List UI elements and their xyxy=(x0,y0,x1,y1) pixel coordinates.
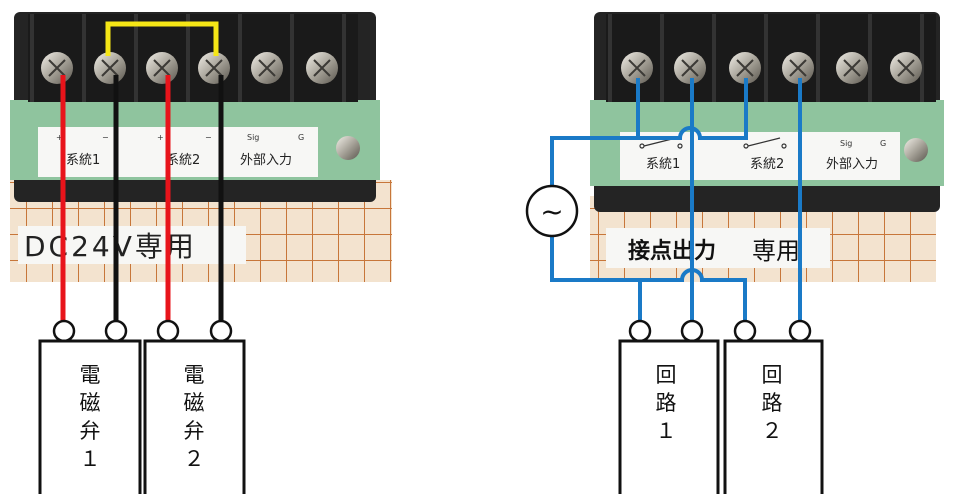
circuit-2: 回 路 ２ xyxy=(723,319,824,494)
mount-screw-icon xyxy=(336,136,360,160)
terminal-polarity-label: G xyxy=(298,133,304,142)
terminal-polarity-label: G xyxy=(880,139,886,148)
terminal-group-label: 外部入力 xyxy=(240,153,292,168)
device-label: 回 xyxy=(762,363,783,387)
device-label: 磁 xyxy=(184,391,205,415)
device-label: 回 xyxy=(656,363,677,387)
voltage-banner-text: DC24V専用 xyxy=(24,230,197,263)
solenoid-valve-1: 電 磁 弁 １ xyxy=(38,319,142,494)
terminal-group-label: 系統1 xyxy=(66,153,100,168)
left-terminal-photo: + − + − Sig G 系統1 系統2 外部入力 DC24V専用 xyxy=(10,12,392,282)
terminal-polarity-label: Sig xyxy=(247,133,259,142)
ac-symbol: ~ xyxy=(540,195,563,228)
device-label: １ xyxy=(656,419,677,443)
terminal-polarity-label: Sig xyxy=(840,139,852,148)
solenoid-valve-2: 電 磁 弁 ２ xyxy=(143,319,246,494)
ac-source: ~ xyxy=(525,184,579,238)
right-wires xyxy=(550,78,802,322)
contact-banner-rest: 専用 xyxy=(752,237,800,265)
mount-screw-icon xyxy=(904,138,928,162)
ac-source-icon xyxy=(525,184,579,238)
device-label: １ xyxy=(80,447,101,471)
device-label: 路 xyxy=(762,391,783,415)
contact-banner-bold: 接点出力 xyxy=(628,238,716,264)
device-label: 電 xyxy=(184,363,205,387)
device-label: 電 xyxy=(80,363,101,387)
terminal-group-label: 系統2 xyxy=(750,157,784,172)
device-label: 弁 xyxy=(80,419,101,443)
terminal-polarity-label: − xyxy=(205,133,212,142)
circuit-1: 回 路 １ xyxy=(618,319,720,494)
terminal-group-label: 系統1 xyxy=(646,157,680,172)
terminal-group-label: 系統2 xyxy=(166,153,200,168)
device-label: 弁 xyxy=(184,419,205,443)
device-label: 磁 xyxy=(80,391,101,415)
device-label: 路 xyxy=(656,391,677,415)
terminal-label-strip xyxy=(38,127,318,177)
right-terminal-photo: Sig G 系統1 系統2 外部入力 接点出力 専用 xyxy=(590,12,944,282)
voltage-banner xyxy=(18,226,246,264)
device-label: ２ xyxy=(762,419,783,443)
device-label: ２ xyxy=(184,447,205,471)
jumper-wire xyxy=(105,21,219,56)
terminal-polarity-label: − xyxy=(102,133,109,142)
terminal-polarity-label: + xyxy=(157,133,164,142)
left-wires xyxy=(60,21,224,322)
terminal-polarity-label: + xyxy=(56,133,63,142)
contact-banner xyxy=(606,228,830,268)
terminal-group-label: 外部入力 xyxy=(826,157,878,172)
